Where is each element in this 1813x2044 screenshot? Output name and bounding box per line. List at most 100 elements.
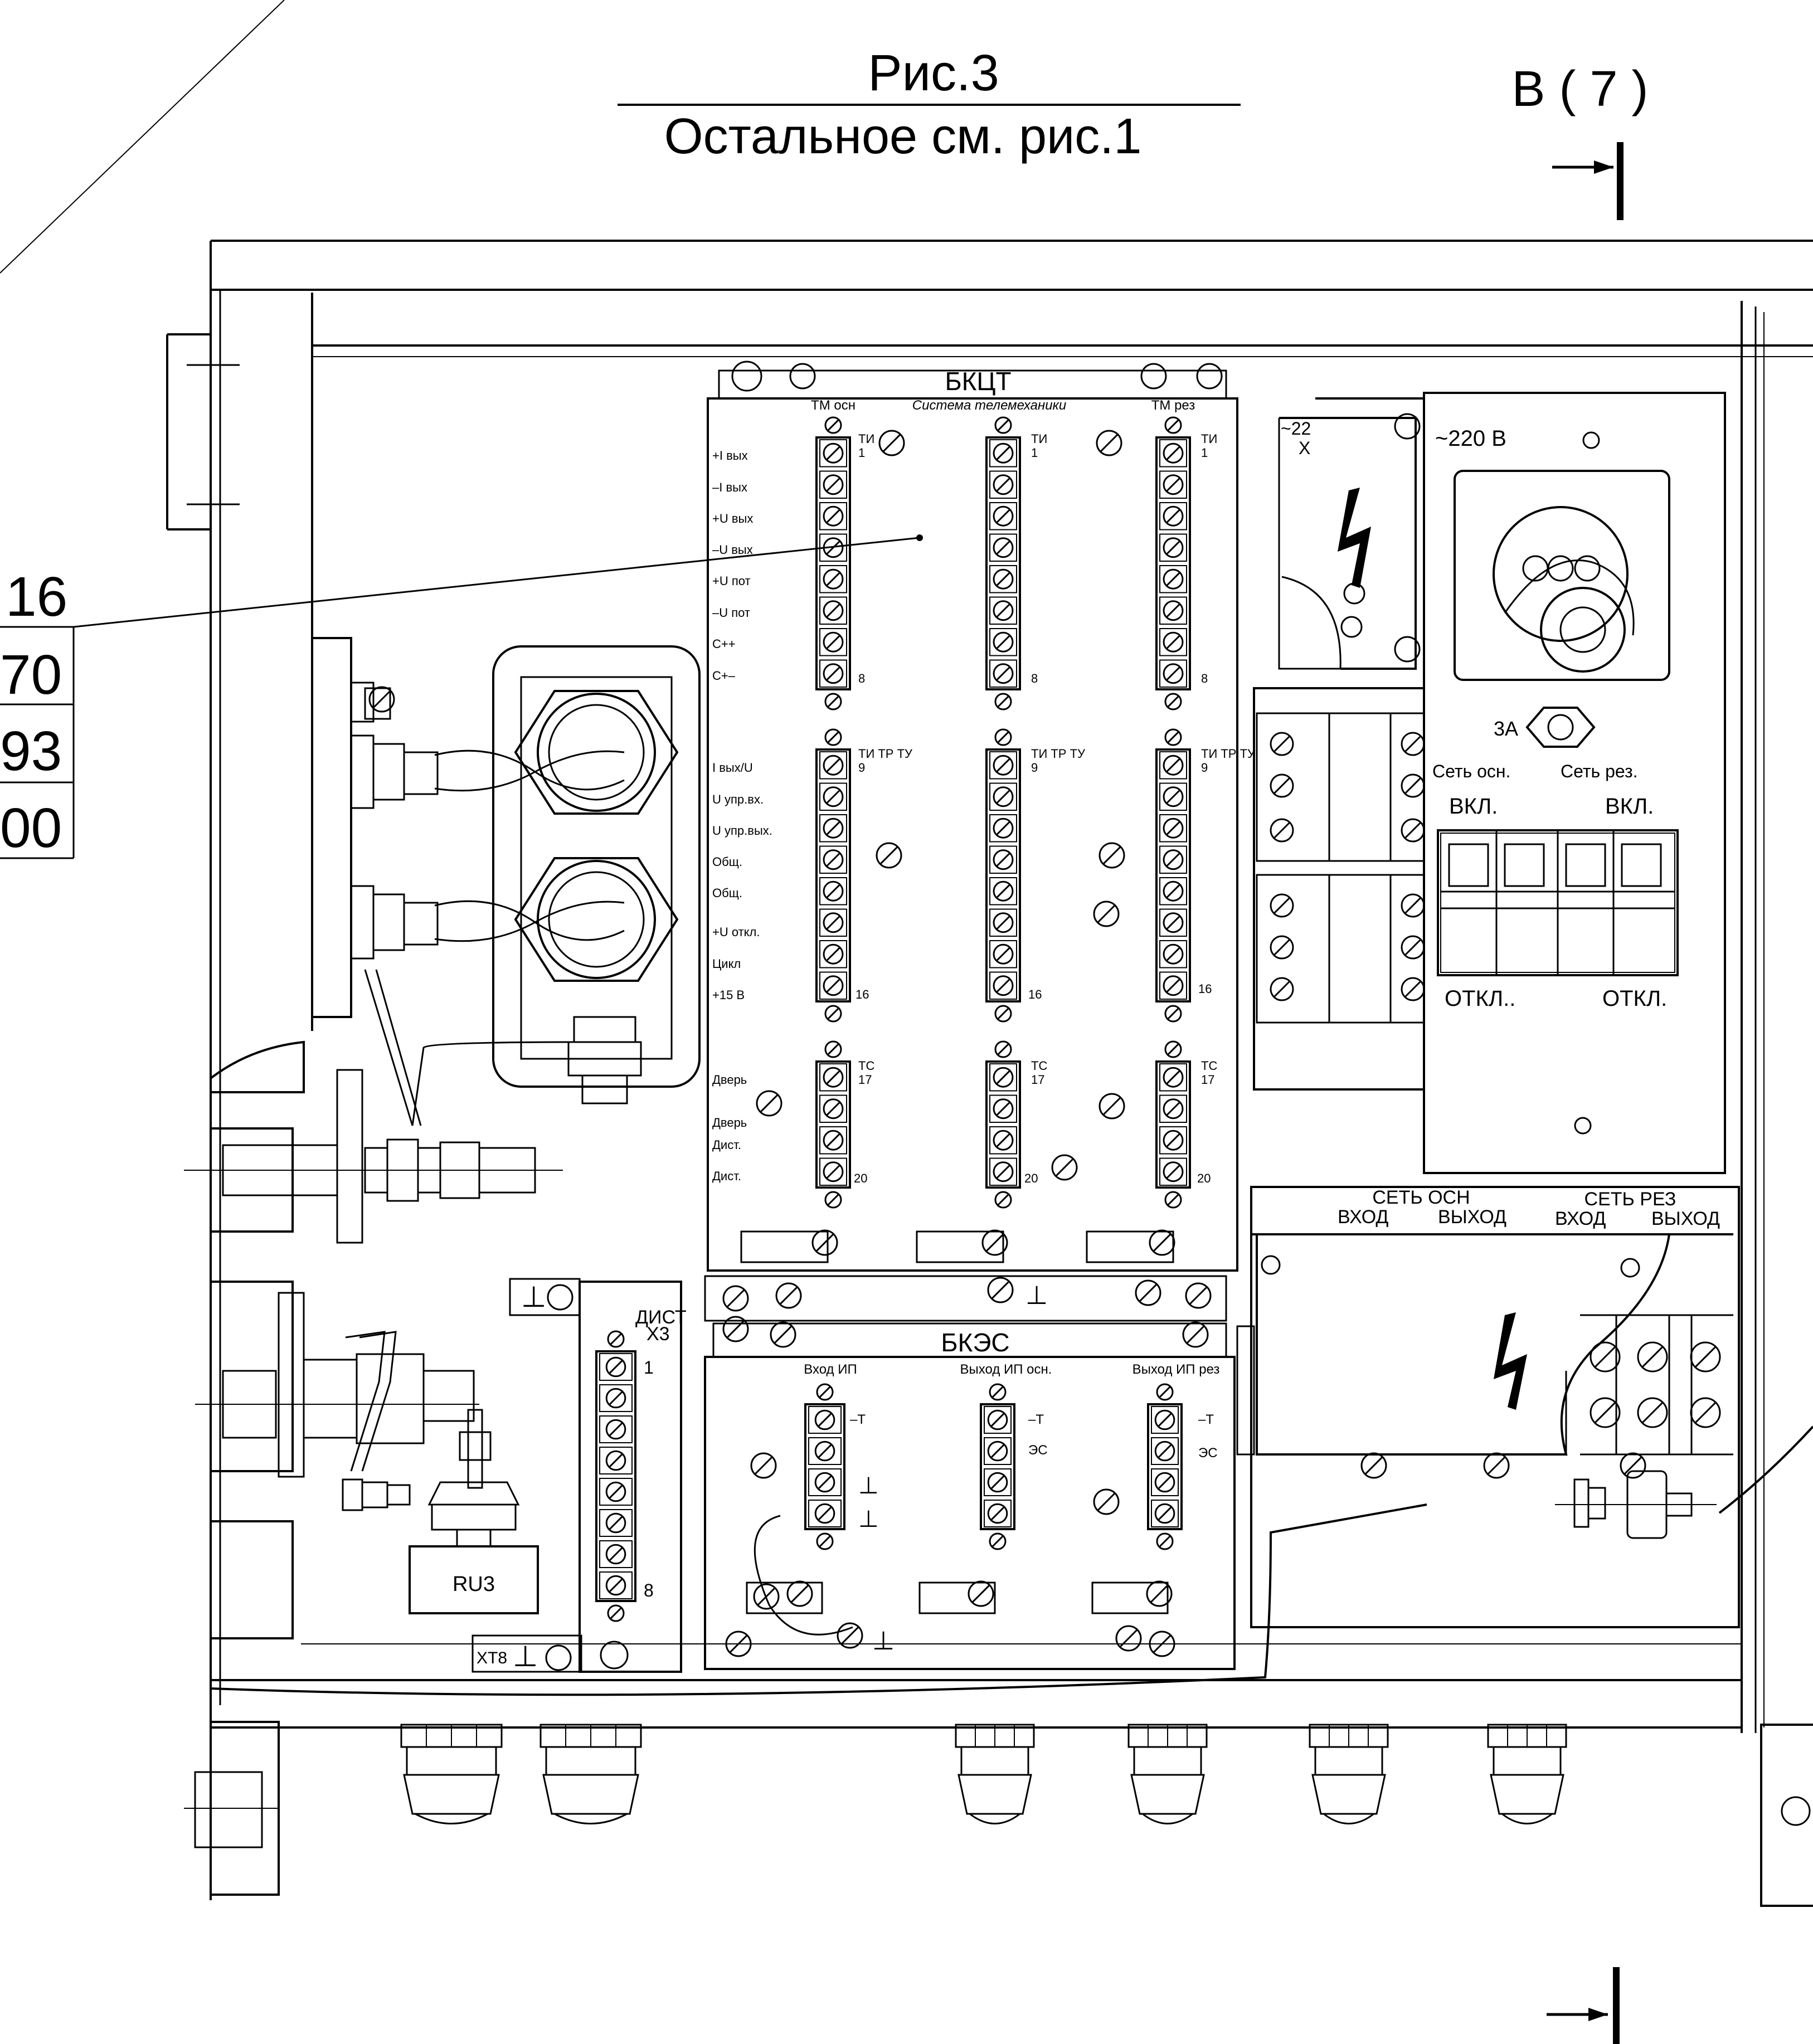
partial-voltage-label: ~22	[1281, 418, 1311, 439]
power-panel: ~22 Х ~220 В 3А Сеть осн. Сеть рез. ВКЛ.…	[1253, 392, 1726, 1174]
left-table: 16 70 93 00	[0, 534, 923, 859]
num-mark: 17	[858, 1073, 872, 1087]
output-label: ВЫХОД	[1651, 1208, 1720, 1229]
term-t: –Т	[1028, 1412, 1044, 1427]
tc-mark: ТС	[858, 1059, 874, 1073]
num-mark: 17	[1031, 1073, 1044, 1087]
dist-x3-strip: ⊥ ДИСТ Х3 1 8 ХТ8 ⊥	[472, 1278, 687, 1673]
num-mark: 9	[1031, 761, 1038, 775]
num-mark: 1	[858, 446, 865, 460]
tc-mark: ТС	[1201, 1059, 1217, 1073]
off-label: ОТКЛ..	[1445, 986, 1515, 1011]
on-label: ВКЛ.	[1605, 794, 1654, 819]
input-label: ВХОД	[1555, 1208, 1606, 1229]
figure-title: Рис.3	[868, 45, 999, 101]
tc-mark: ТС	[1031, 1059, 1047, 1073]
num-mark: 1	[1201, 446, 1208, 460]
ground-symbol: ⊥	[521, 1281, 546, 1313]
bkct-label: Дверь	[712, 1116, 747, 1130]
net-reserve-label: Сеть рез.	[1561, 761, 1638, 781]
bkct-label: С+–	[712, 669, 736, 683]
table-cell: 93	[0, 720, 62, 782]
num-mark: 16	[1198, 982, 1212, 996]
cabinet-enclosure	[166, 240, 1813, 1907]
num-mark: 16	[856, 987, 869, 1001]
bkct-label: –I вых	[712, 480, 747, 494]
bottom-glands	[400, 1724, 1567, 1824]
bkes-col-out-main: Выход ИП осн.	[960, 1362, 1052, 1377]
bkct-label: Общ.	[712, 886, 742, 900]
table-cell: 70	[0, 644, 62, 706]
num-mark: 8	[1201, 671, 1208, 685]
num-mark: 20	[854, 1171, 867, 1185]
ti-mark: ТИ	[1031, 432, 1047, 446]
num-mark: 8	[1031, 671, 1038, 685]
num-mark: 20	[1197, 1171, 1211, 1185]
bkct-label: –U пот	[712, 606, 750, 620]
net-reserve-title: СЕТЬ РЕЗ	[1584, 1189, 1676, 1210]
bkct-label: –U вых	[712, 543, 753, 557]
ground-symbol: ⊥	[858, 1506, 879, 1532]
bkct-label: U упр.вых.	[712, 824, 772, 838]
bkes-title: БКЭС	[941, 1328, 1009, 1357]
input-label: ВХОД	[1338, 1206, 1388, 1228]
screws	[368, 430, 1721, 1657]
left-equipment: RU3	[184, 637, 701, 1614]
bkct-label: Дист.	[712, 1138, 741, 1152]
bkct-label: U упр.вх.	[712, 792, 764, 806]
bkct-label: +U вых	[712, 512, 753, 525]
xt8-label: ХТ8	[477, 1649, 507, 1667]
bkct-label: Дверь	[712, 1073, 747, 1087]
ti-tr-tu-mark: ТИ ТР ТУ	[1031, 747, 1086, 761]
network-terminal-box: СЕТЬ ОСН СЕТЬ РЕЗ ВХОД ВЫХОД ВХОД ВЫХОД	[1236, 1186, 1813, 1628]
figure-subtitle: Остальное см. рис.1	[664, 109, 1142, 164]
ti-mark: ТИ	[1201, 432, 1217, 446]
bkes-panel: БКЭС Вход ИП Выход ИП осн. Выход ИП рез …	[704, 1322, 1236, 1670]
ti-mark: ТИ	[858, 432, 874, 446]
bkct-label: +U пот	[712, 574, 751, 588]
header: Рис.3 Остальное см. рис.1 В ( 7 )	[0, 0, 1649, 2044]
bkct-label: +U откл.	[712, 925, 760, 939]
ti-tr-tu-mark: ТИ ТР ТУ	[1201, 747, 1256, 761]
ground-symbol: ⊥	[1025, 1281, 1048, 1310]
bkct-col-main: ТМ осн	[811, 398, 856, 413]
bkes-col-out-reserve: Выход ИП рез	[1132, 1362, 1220, 1377]
bkct-label: Общ.	[712, 855, 742, 869]
num-mark: 9	[858, 761, 865, 775]
view-label: В ( 7 )	[1511, 61, 1648, 117]
num-mark: 8	[858, 671, 865, 685]
bkct-label: I вых/U	[712, 761, 753, 775]
on-label: ВКЛ.	[1449, 794, 1498, 819]
ti-tr-tu-mark: ТИ ТР ТУ	[858, 747, 913, 761]
bkct-label: +15 В	[712, 988, 745, 1002]
bkes-col-input: Вход ИП	[804, 1362, 857, 1377]
ru3-box	[409, 1545, 539, 1614]
bkct-title: БКЦТ	[945, 367, 1011, 396]
num-mark: 16	[1028, 987, 1042, 1001]
off-label: ОТКЛ.	[1602, 986, 1667, 1011]
bkct-label: Дист.	[712, 1169, 741, 1183]
table-cell: 00	[0, 797, 62, 859]
dist-label: ДИСТ	[635, 1307, 687, 1328]
num-mark: 17	[1201, 1073, 1214, 1087]
dist-n1: 1	[644, 1357, 654, 1378]
term-es: ЭС	[1198, 1446, 1218, 1461]
dist-n8: 8	[644, 1580, 654, 1600]
ground-symbol: ⊥	[872, 1626, 895, 1655]
partial-x-label: Х	[1299, 438, 1310, 458]
bkct-system-label: Система телемеханики	[912, 398, 1066, 413]
ru3-label: RU3	[453, 1573, 495, 1596]
net-main-label: Сеть осн.	[1432, 761, 1510, 781]
num-mark: 9	[1201, 761, 1208, 775]
num-mark: 1	[1031, 446, 1038, 460]
voltage-label: ~220 В	[1435, 426, 1506, 451]
dist-sub: Х3	[647, 1323, 670, 1345]
table-cell: 16	[6, 566, 67, 628]
num-mark: 20	[1024, 1171, 1038, 1185]
ground-symbol: ⊥	[858, 1472, 879, 1498]
fuse-label: 3А	[1494, 717, 1518, 740]
bkct-col-reserve: ТМ рез	[1151, 398, 1195, 413]
output-label: ВЫХОД	[1438, 1206, 1506, 1228]
net-main-title: СЕТЬ ОСН	[1372, 1187, 1470, 1208]
